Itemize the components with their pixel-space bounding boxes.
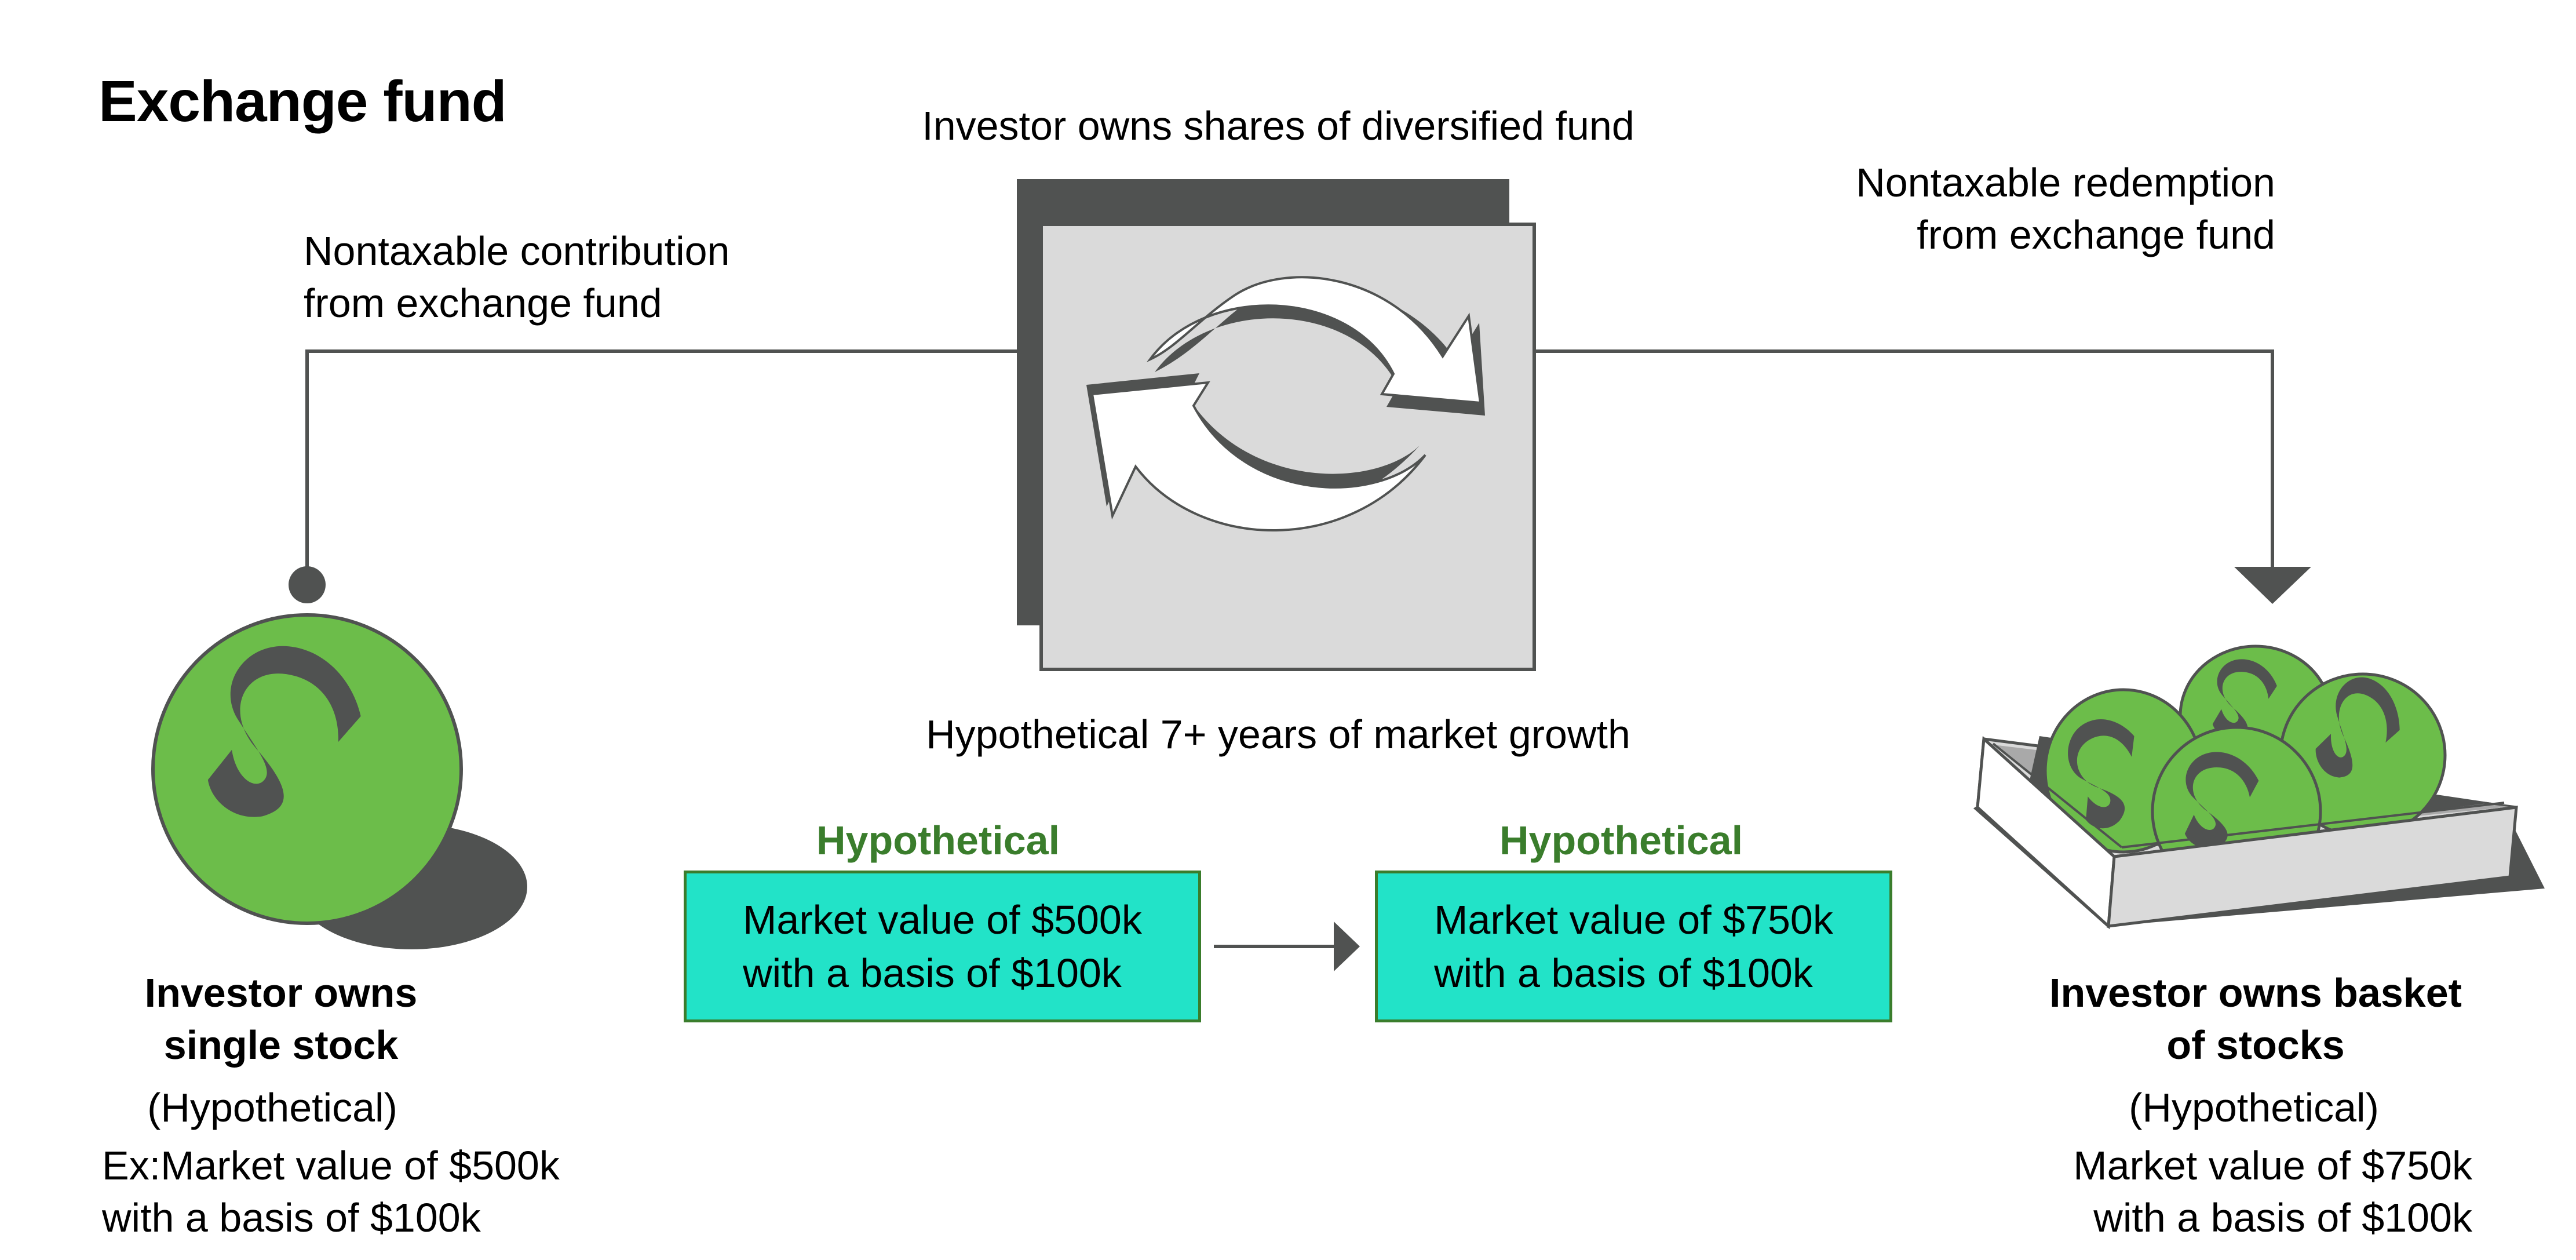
single-stock-title-line1: Investor owns: [144, 970, 418, 1015]
basket-title: Investor owns basket of stocks: [2049, 967, 2462, 1071]
single-stock-qualifier: (Hypothetical): [147, 1085, 397, 1130]
contribution-connector: [289, 349, 1017, 603]
growth-label: Hypothetical 7+ years of market growth: [926, 712, 1630, 757]
redemption-connector: [1534, 349, 2311, 604]
fund-label: Investor owns shares of diversified fund: [922, 103, 1634, 148]
page-title: Exchange fund: [98, 69, 507, 134]
before-value-line1: Market value of $500k: [743, 897, 1142, 942]
basket-title-line1: Investor owns basket: [2049, 970, 2462, 1015]
connector-dot-icon: [289, 566, 326, 603]
growth-arrow-icon: [1214, 922, 1360, 971]
after-value-line1: Market value of $750k: [1434, 897, 1833, 942]
contribution-label: Nontaxable contribution from exchange fu…: [304, 225, 729, 329]
basket-title-line2: of stocks: [2166, 1022, 2345, 1068]
contribution-label-line2: from exchange fund: [304, 281, 662, 326]
basket-value: Market value of $750k with a basis of $1…: [2073, 1139, 2472, 1244]
before-heading: Hypothetical: [816, 818, 1060, 863]
redemption-label-line2: from exchange fund: [1917, 212, 2275, 257]
basket-of-stocks-icon: [1973, 644, 2545, 930]
before-value-line2: with a basis of $100k: [743, 951, 1122, 996]
basket-value-line1: Market value of $750k: [2073, 1143, 2472, 1188]
basket-qualifier: (Hypothetical): [2129, 1085, 2379, 1130]
after-value-line2: with a basis of $100k: [1434, 951, 1813, 996]
after-value-box: Market value of $750k with a basis of $1…: [1375, 871, 1892, 1022]
single-stock-title: Investor owns single stock: [145, 967, 418, 1071]
arrow-down-icon: [2234, 567, 2311, 604]
exchange-fund-icon: [1017, 179, 1536, 671]
contribution-label-line1: Nontaxable contribution: [304, 228, 730, 274]
redemption-label: Nontaxable redemption from exchange fund: [1856, 156, 2275, 261]
redemption-label-line1: Nontaxable redemption: [1856, 160, 2275, 205]
single-stock-coin-icon: [151, 613, 527, 949]
before-value-box: Market value of $500k with a basis of $1…: [684, 871, 1201, 1022]
single-stock-value-line2: with a basis of $100k: [102, 1195, 481, 1240]
basket-value-line2: with a basis of $100k: [2093, 1195, 2472, 1240]
single-stock-value-line1: Ex:Market value of $500k: [102, 1143, 560, 1188]
single-stock-title-line2: single stock: [163, 1022, 399, 1068]
single-stock-value: Ex:Market value of $500k with a basis of…: [102, 1139, 560, 1244]
after-heading: Hypothetical: [1499, 818, 1743, 863]
